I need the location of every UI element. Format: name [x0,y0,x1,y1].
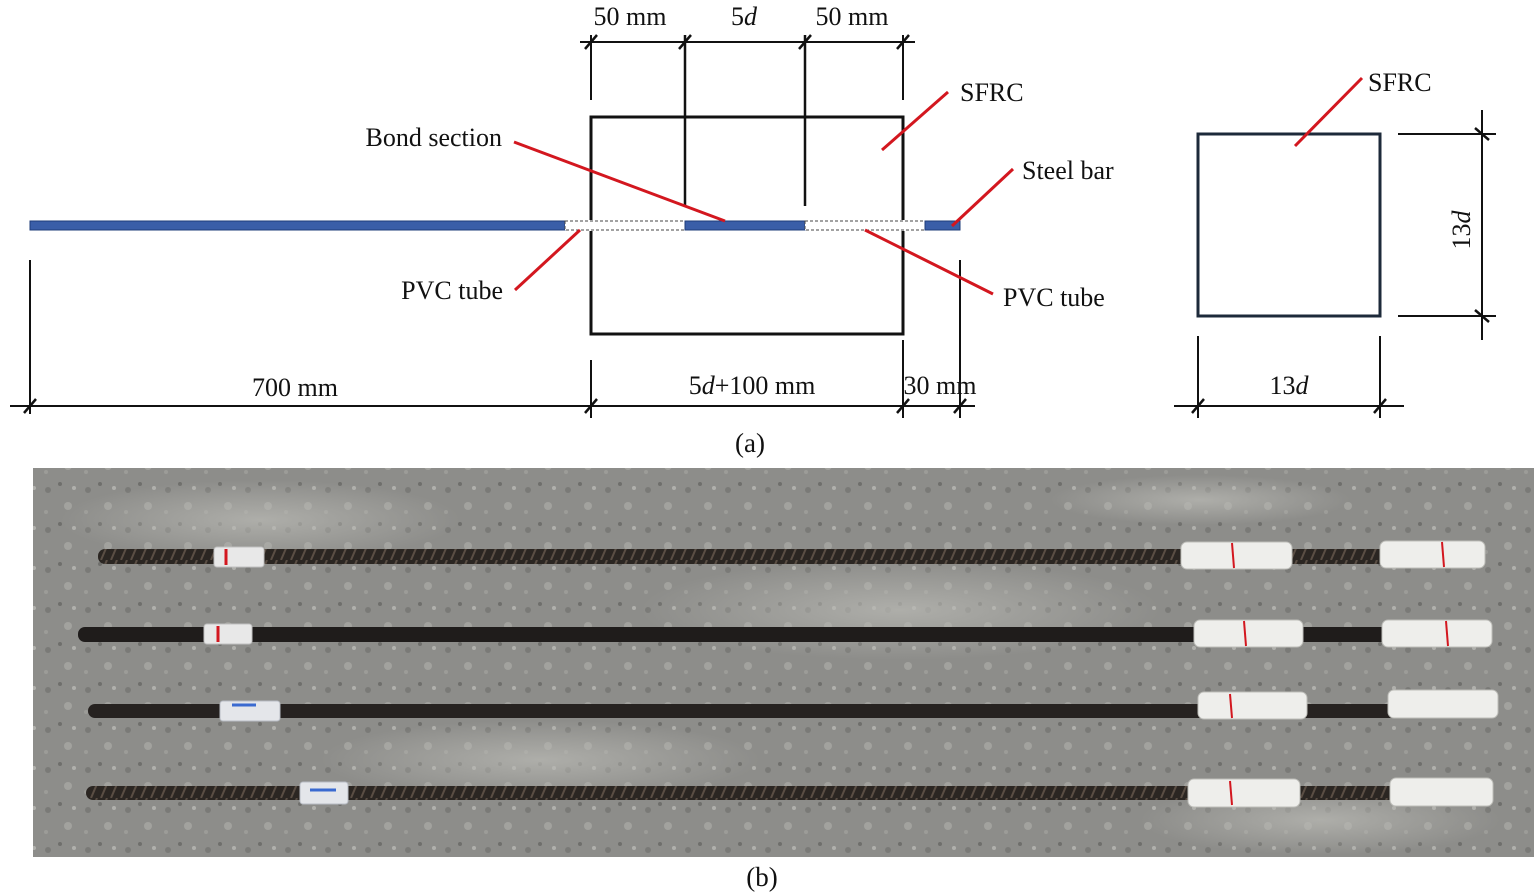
floor-stain [60,480,460,560]
pvc-red-mark [1229,693,1233,719]
specimen-4 [86,777,1494,808]
dim-top-left-label: 50 mm [594,2,667,31]
pvc-tube [1387,689,1499,719]
label-steel-bar: Steel bar [1022,156,1114,185]
tape-marker [203,623,253,645]
floor-stain [1050,475,1350,525]
floor-stain [320,720,760,800]
panel-a-elevation: 50 mm 5d 50 mm 700 mm 5d+100 mm 30 mm SF… [10,2,1114,418]
pvc-red-mark [1441,541,1445,568]
rebar [78,627,1488,642]
top-dimension-line [580,34,915,206]
caption-b: (b) [746,862,777,892]
panel-b-photo [33,468,1534,857]
leader-sfrc [881,90,949,152]
leader-pvc-left [513,228,582,292]
label-pvc-left: PVC tube [401,276,503,305]
dim-bottom-left-label: 700 mm [252,373,338,402]
leader-bond-section [513,140,726,223]
pvc-tube [1379,540,1486,569]
steel-bar-loaded-end [924,220,961,231]
pvc-tube [1187,778,1301,808]
pvc-tube-left [564,220,686,231]
sfrc-block-outline [589,115,905,336]
specimen-2 [78,619,1493,648]
label-pvc-right: PVC tube [1003,283,1105,312]
rebar [88,704,1478,718]
label-sfrc-section: SFRC [1368,68,1432,97]
section-height-dimension [1398,110,1496,340]
leader-sfrc-section [1293,76,1364,148]
dim-top-right-label: 50 mm [816,2,889,31]
pvc-tube [1193,619,1304,648]
label-bond-section: Bond section [366,123,503,152]
section-width-dimension [1174,336,1404,418]
rebar [98,549,1398,564]
dim-top-mid-label: 5d [731,2,758,31]
section-outline [1196,132,1382,318]
tape-marker [299,781,349,805]
leader-steel-bar [950,167,1015,228]
tape-marker [213,546,265,568]
pvc-red-mark [1243,620,1247,647]
steel-bar-free-end [29,220,566,231]
pvc-tube-right [804,220,926,231]
dim-section-height-label: 13d [1447,210,1476,250]
pvc-tube [1381,619,1493,648]
specimen-1 [98,540,1486,570]
dim-bottom-right-label: 30 mm [904,371,977,400]
pvc-tube [1180,541,1293,570]
pvc-red-mark [1445,620,1449,647]
leader-lines [513,90,1015,296]
pvc-red-mark [1229,780,1233,806]
caption-a: (a) [735,428,765,458]
pvc-tube [1197,691,1308,720]
floor-stain [640,560,1160,660]
dim-bottom-mid-label: 5d+100 mm [689,371,816,400]
rebar [86,786,1486,800]
pvc-tube [1389,777,1494,807]
bond-section-bar [684,220,806,231]
pvc-red-mark [1231,542,1235,569]
label-sfrc-main: SFRC [960,78,1024,107]
panel-a-cross-section: SFRC 13d 13d [1174,68,1496,418]
leader-pvc-right [864,228,994,296]
dim-section-width-label: 13d [1270,371,1310,400]
specimen-3 [88,689,1499,722]
bottom-dimension-line [10,260,975,418]
